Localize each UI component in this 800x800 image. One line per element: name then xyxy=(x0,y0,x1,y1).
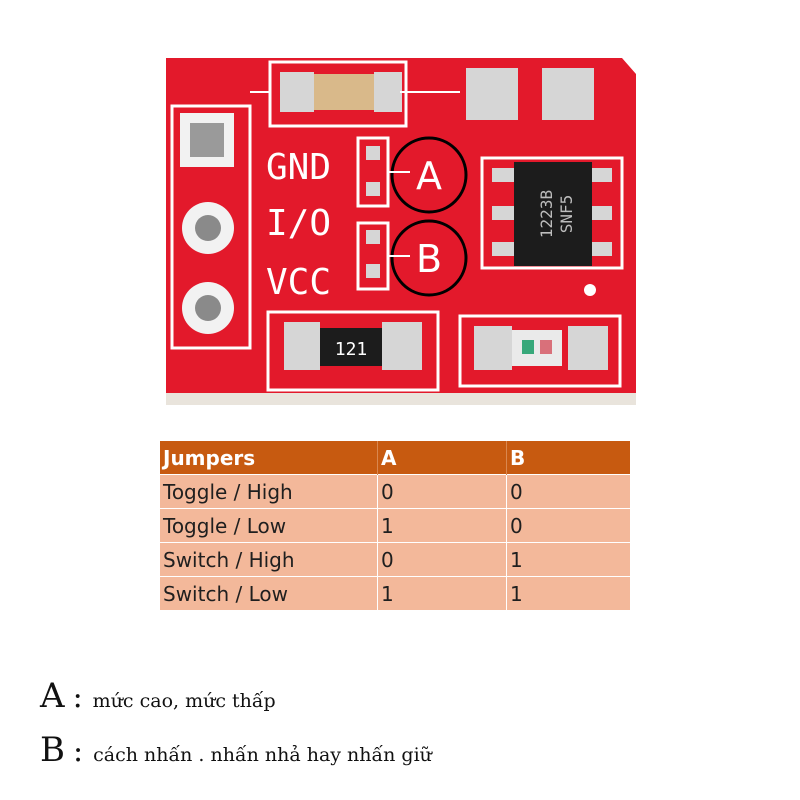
table-row: Switch / High 0 1 xyxy=(160,542,630,577)
jumper-a-label: A xyxy=(416,154,442,198)
pcb-body xyxy=(166,58,636,393)
ttp223-touch-module: GND I/O VCC A B 1223B SNF5 121 xyxy=(166,58,636,405)
mode-cell: Toggle / Low xyxy=(160,508,378,543)
ic-chip xyxy=(514,162,592,266)
table-row: Switch / Low 1 1 xyxy=(160,576,630,610)
pcb-photo: GND I/O VCC A B 1223B SNF5 121 xyxy=(160,58,640,410)
b-cell: 0 xyxy=(506,474,630,509)
pad xyxy=(466,68,518,120)
pad xyxy=(542,68,594,120)
a-cell: 1 xyxy=(377,508,507,543)
a-cell: 0 xyxy=(377,474,507,509)
pcb-edge xyxy=(166,393,636,405)
legend-text-b: cách nhấn . nhấn nhả hay nhấn giữ xyxy=(93,744,432,766)
silk-label-io: I/O xyxy=(266,203,331,244)
header-jumpers: Jumpers xyxy=(160,441,378,475)
silk-label-gnd: GND xyxy=(266,147,331,188)
capacitor xyxy=(314,74,374,110)
header-outline xyxy=(170,104,252,350)
b-cell: 0 xyxy=(506,508,630,543)
resistor xyxy=(320,328,382,366)
legend-b: B : cách nhấn . nhấn nhả hay nhấn giữ xyxy=(40,730,432,770)
table-header-row: Jumpers A B xyxy=(160,441,630,475)
jumper-a-marker xyxy=(390,136,468,214)
legend-key-b: B xyxy=(40,730,65,770)
ic-marking-line1: 1223B xyxy=(537,190,556,238)
table-row: Toggle / Low 1 0 xyxy=(160,508,630,543)
mode-cell: Toggle / High xyxy=(160,474,378,509)
legend-a: A : mức cao, mức thấp xyxy=(40,676,276,716)
legend-key-a: A xyxy=(40,676,65,716)
mode-cell: Switch / High xyxy=(160,542,378,577)
led xyxy=(512,330,562,366)
a-cell: 1 xyxy=(377,576,507,610)
table-row: Toggle / High 0 0 xyxy=(160,474,630,509)
jumper-table: Jumpers A B Toggle / High 0 0 Toggle / L… xyxy=(160,441,630,610)
b-cell: 1 xyxy=(506,576,630,610)
silk-label-vcc: VCC xyxy=(266,262,331,303)
resistor-code: 121 xyxy=(335,339,368,360)
b-cell: 1 xyxy=(506,542,630,577)
jumper-b-label: B xyxy=(416,237,442,281)
ic-marking-line2: SNF5 xyxy=(557,195,576,234)
header-b: B xyxy=(506,441,630,475)
mode-cell: Switch / Low xyxy=(160,576,378,610)
a-cell: 0 xyxy=(377,542,507,577)
header-a: A xyxy=(377,441,507,475)
legend-text-a: mức cao, mức thấp xyxy=(92,690,276,712)
jumper-b-marker xyxy=(390,219,468,297)
